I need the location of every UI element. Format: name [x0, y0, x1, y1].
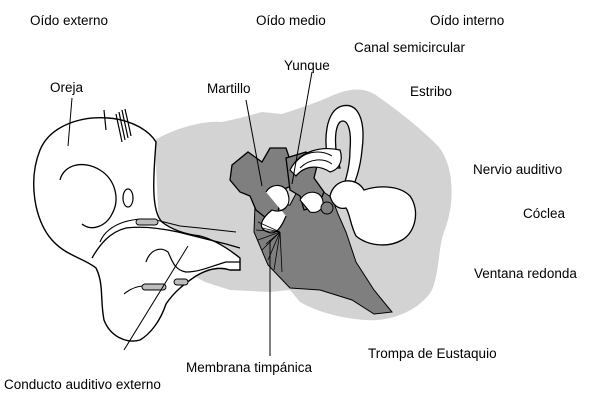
label-coclea: Cóclea: [523, 206, 566, 221]
oval-window: [321, 202, 333, 214]
label-estribo: Estribo: [410, 84, 452, 99]
label-trompa-de-eustaquio: Trompa de Eustaquio: [368, 346, 497, 361]
tragus: [123, 189, 133, 207]
label-ventana-redonda: Ventana redonda: [474, 266, 577, 281]
label-canal-semicircular: Canal semicircular: [354, 40, 466, 55]
label-oido-interno: Oído interno: [430, 13, 504, 28]
label-oido-externo: Oído externo: [30, 13, 108, 28]
label-nervio-auditivo: Nervio auditivo: [473, 162, 562, 177]
canal-mark-3: [174, 279, 188, 285]
label-oreja: Oreja: [50, 80, 84, 95]
label-membrana-timpanica: Membrana timpánica: [186, 360, 313, 375]
label-oido-medio: Oído medio: [256, 13, 326, 28]
canal-mark-1: [136, 219, 158, 225]
label-yunque: Yunque: [284, 58, 330, 73]
label-martillo: Martillo: [207, 81, 251, 96]
label-conducto-auditivo-externo: Conducto auditivo externo: [4, 377, 161, 392]
